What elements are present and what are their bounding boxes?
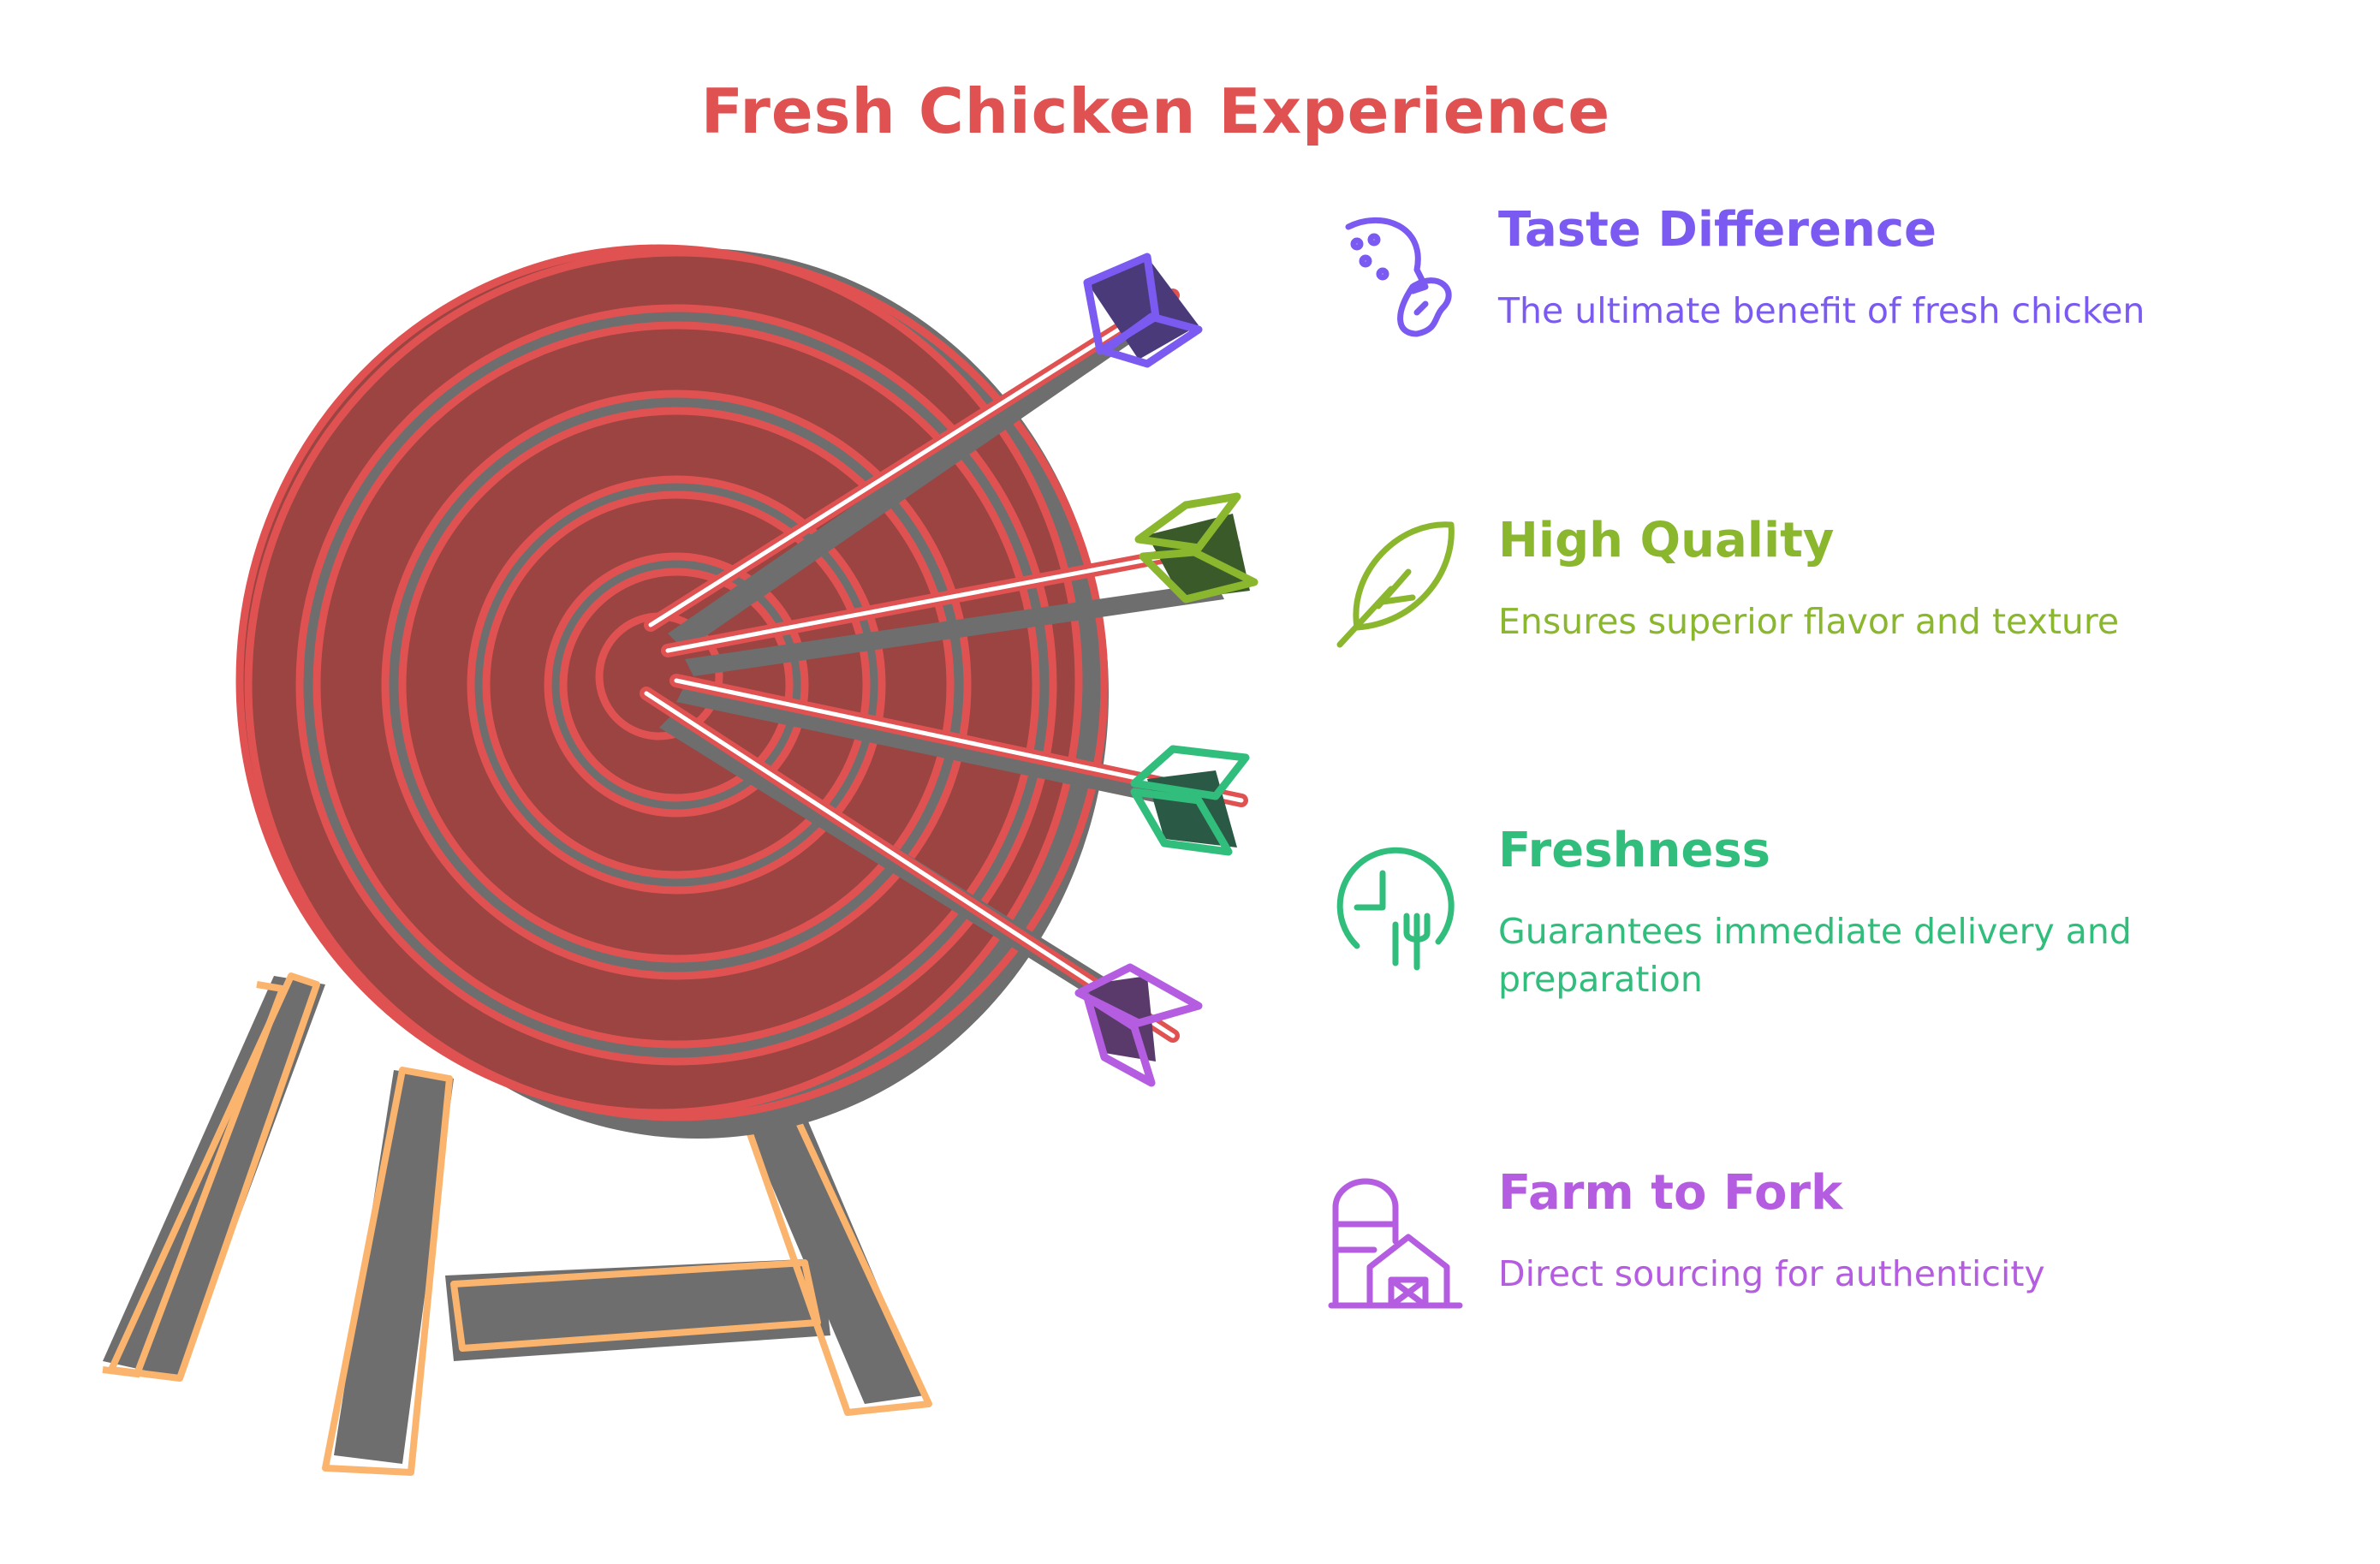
arrow-fletching-green [1134, 492, 1258, 604]
item-high-quality: High Quality Ensures superior flavor and… [1498, 512, 2303, 646]
item-taste-difference: Taste Difference The ultimate benefit of… [1498, 201, 2303, 336]
clock-fork-icon [1331, 843, 1460, 972]
stand [102, 972, 932, 1476]
item-farm-to-fork: Farm to Fork Direct sourcing for authent… [1498, 1164, 2303, 1299]
item-title: Taste Difference [1498, 202, 1937, 258]
item-description: The ultimate benefit of fresh chicken [1498, 290, 2145, 332]
target-board [235, 244, 1109, 1139]
arrow-fletching-teal [1130, 745, 1250, 856]
item-description: Guarantees immediate delivery and prepar… [1498, 911, 2132, 1000]
feather-icon [1331, 520, 1460, 649]
item-description: Direct sourcing for authenticity [1498, 1253, 2045, 1295]
item-description: Ensures superior flavor and texture [1498, 601, 2120, 643]
arrow-fletching-purple [1083, 253, 1203, 368]
item-title: Freshness [1498, 823, 1770, 878]
arrow-fletching-violet [1074, 963, 1203, 1087]
arrows [640, 253, 1258, 1087]
barn-silo-icon [1328, 1178, 1463, 1310]
page-title: Fresh Chicken Experience [700, 75, 1611, 147]
item-freshness: Freshness Guarantees immediate delivery … [1498, 822, 2303, 1003]
item-title: Farm to Fork [1498, 1165, 1843, 1221]
head-peanut-icon [1331, 210, 1460, 338]
item-title: High Quality [1498, 513, 1835, 568]
target-illustration [102, 244, 1258, 1476]
